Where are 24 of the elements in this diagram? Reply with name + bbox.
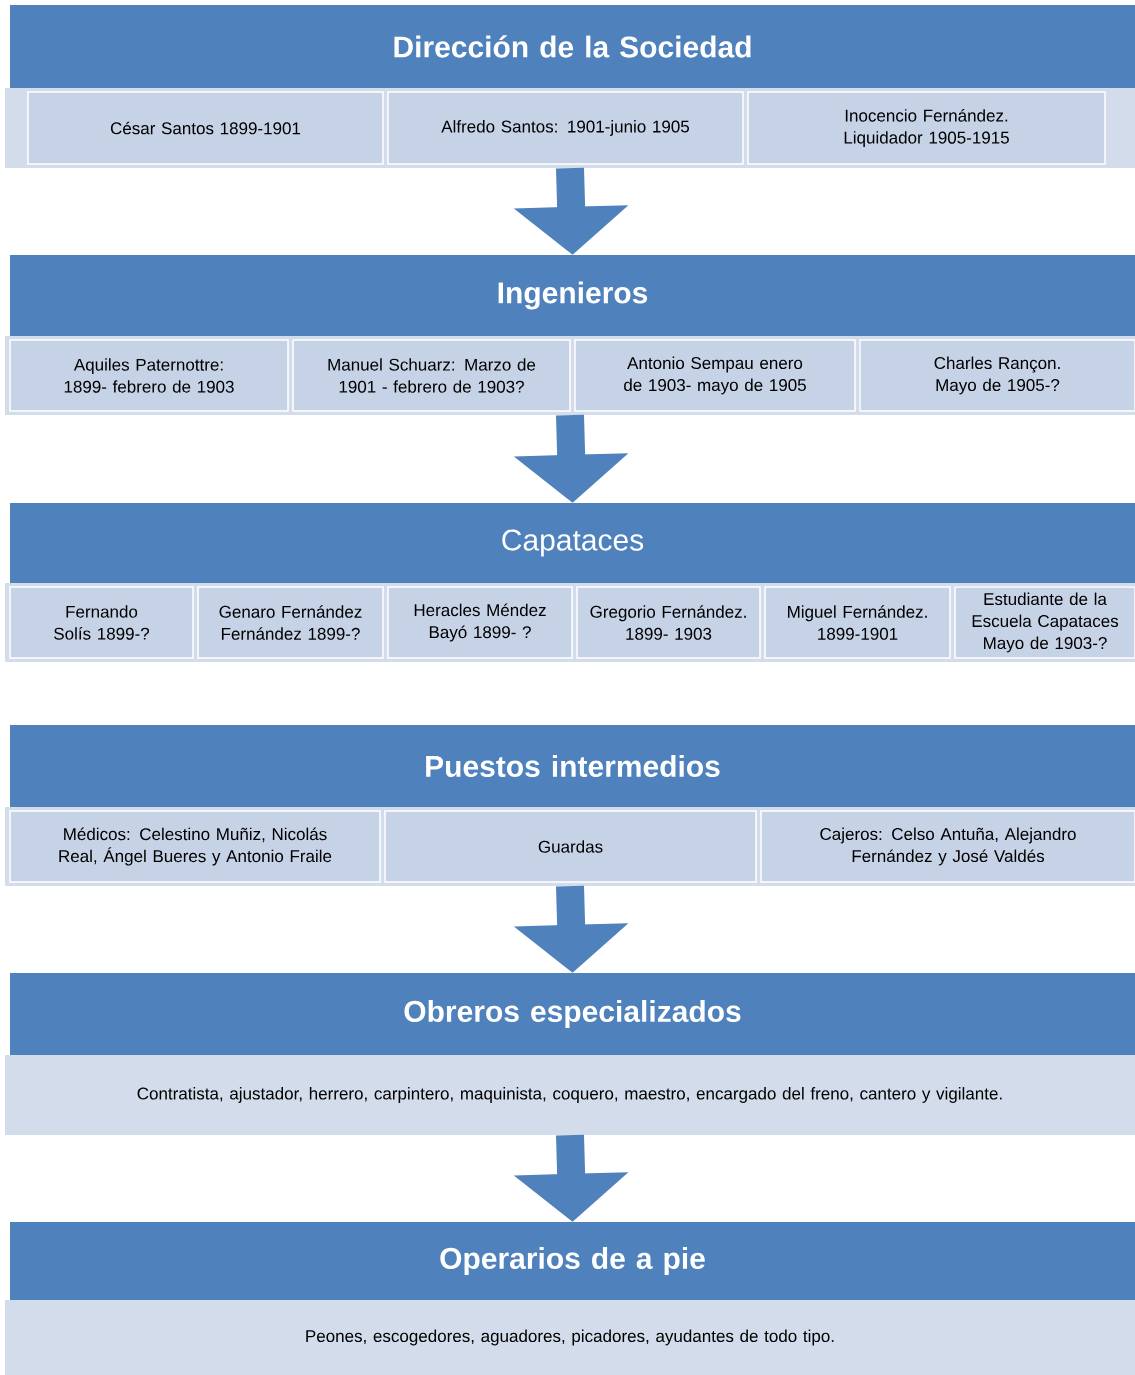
table-cell: Miguel Fernández. 1899-1901 bbox=[764, 586, 951, 659]
table-cell: Guardas bbox=[384, 810, 757, 883]
table-cell: Inocencio Fernández. Liquidador 1905-1915 bbox=[747, 91, 1106, 165]
table-cell: Antonio Sempau enero de 1903- mayo de 1905 bbox=[574, 339, 856, 412]
table-cell: Charles Rançon. Mayo de 1905-? bbox=[859, 339, 1135, 412]
table-cell: Gregorio Fernández. 1899- 1903 bbox=[576, 586, 761, 659]
table-cell: César Santos 1899-1901 bbox=[27, 91, 384, 165]
table-cell: Fernando Solís 1899-? bbox=[9, 586, 194, 659]
table-cell: Genaro Fernández Fernández 1899-? bbox=[197, 586, 384, 659]
table-cell: Manuel Schuarz: Marzo de 1901 - febrero de 1903? bbox=[292, 339, 571, 412]
cell-row: Peones, escogedores, aguadores, picadores, ayudantes de todo tipo. bbox=[5, 1300, 1135, 1375]
header-band: Dirección de la Sociedad bbox=[10, 5, 1135, 88]
header-band: Capataces bbox=[10, 503, 1135, 583]
header-band: Operarios de a pie bbox=[10, 1222, 1135, 1300]
header-band: Puestos intermedios bbox=[10, 725, 1135, 807]
table-cell: Estudiante de la Escuela Capataces Mayo de 1903-? bbox=[954, 586, 1135, 659]
table-cell: Heracles Méndez Bayó 1899- ? bbox=[387, 586, 573, 659]
cell-row: Contratista, ajustador, herrero, carpintero, maquinista, coquero, maestro, encargado del freno, cantero y vigilante. bbox=[5, 1055, 1135, 1135]
table-cell: Alfredo Santos: 1901-junio 1905 bbox=[387, 91, 744, 165]
header-band: Obreros especializados bbox=[10, 973, 1135, 1055]
table-cell: Médicos: Celestino Muñiz, Nicolás Real, Ángel Bueres y Antonio Fraile bbox=[9, 810, 381, 883]
table-cell: Aquiles Paternottre: 1899- febrero de 1903 bbox=[9, 339, 289, 412]
table-cell: Cajeros: Celso Antuña, Alejandro Fernández y José Valdés bbox=[760, 810, 1135, 883]
header-band: Ingenieros bbox=[10, 255, 1135, 336]
